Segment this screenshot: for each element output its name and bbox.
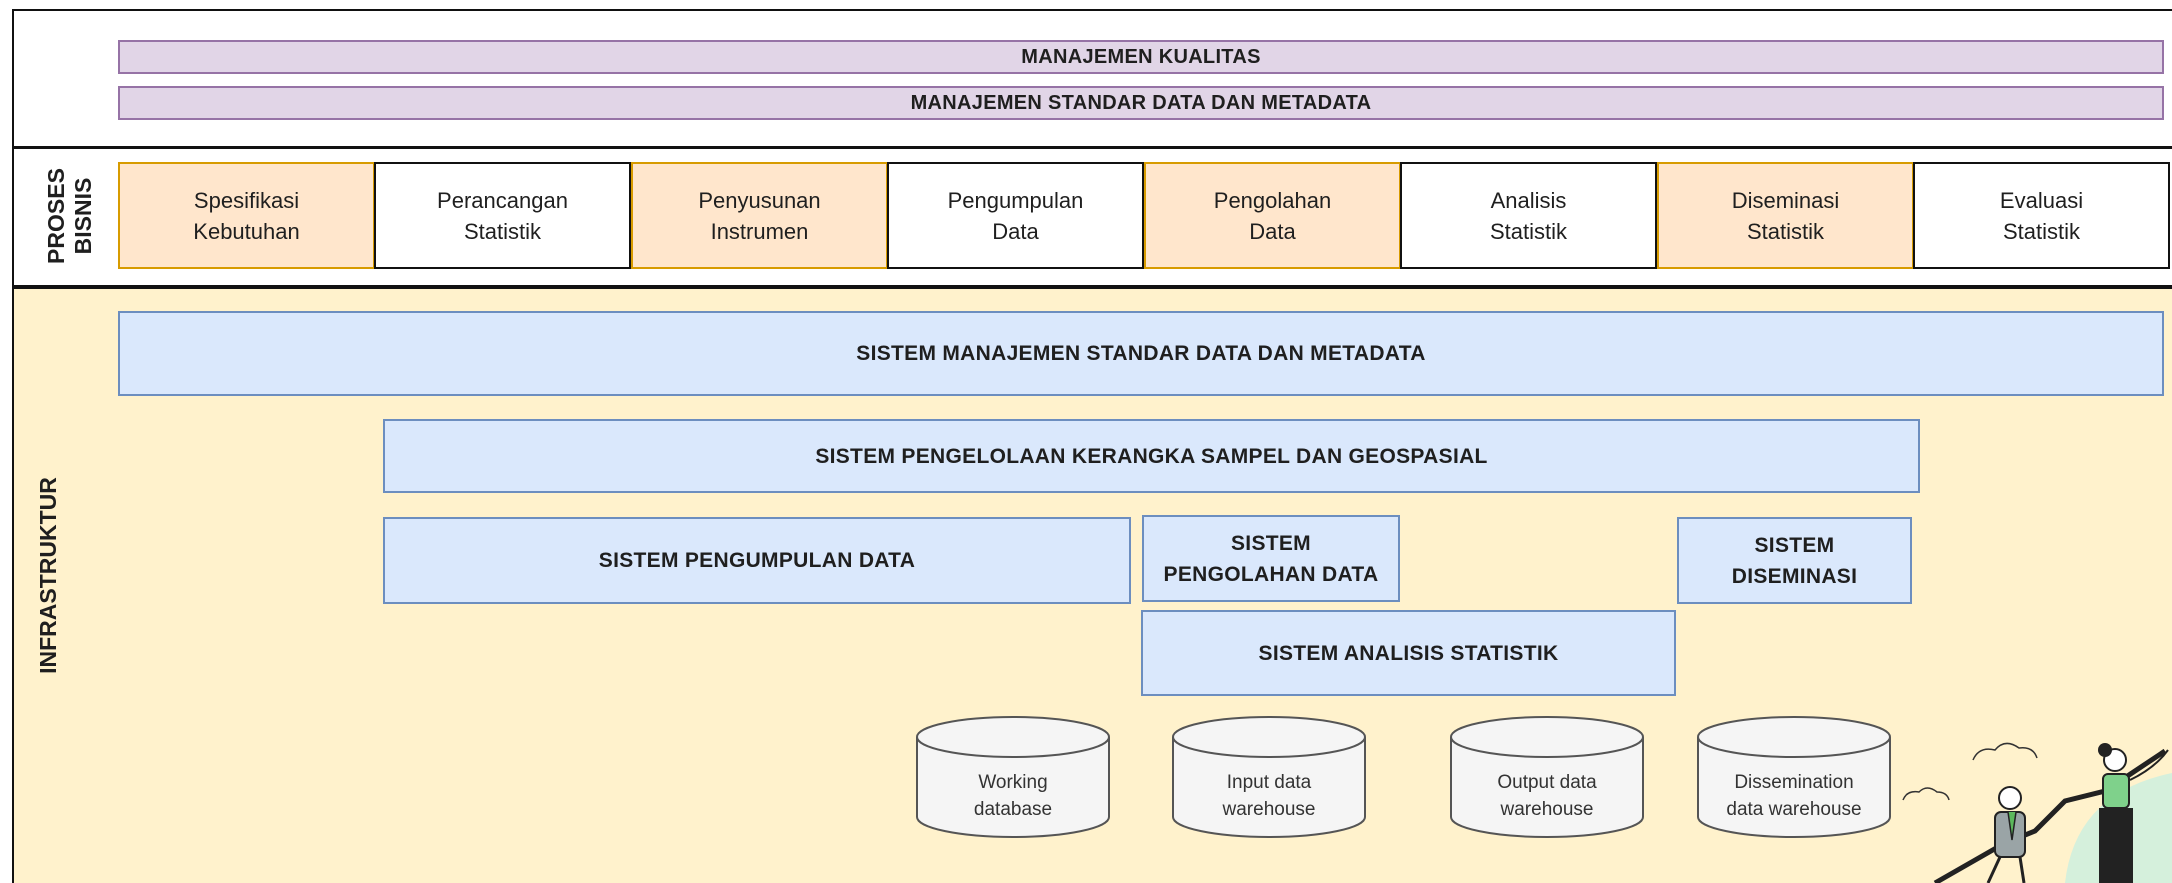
process-step: Pengolahan Data: [1144, 162, 1401, 269]
process-step: Perancangan Statistik: [374, 162, 631, 269]
process-step: Spesifikasi Kebutuhan: [118, 162, 375, 269]
database-icon: [1172, 716, 1366, 838]
database-cylinder: Input data warehouse: [1171, 715, 1367, 839]
process-step: Pengumpulan Data: [887, 162, 1144, 269]
process-step: Diseminasi Statistik: [1657, 162, 1914, 269]
data-collection-system: SISTEM PENGUMPULAN DATA: [383, 517, 1131, 604]
two-people-climbing-illustration: [1902, 742, 2172, 883]
database-label: Output data warehouse: [1497, 772, 1597, 820]
business-process-label-wrap: PROSES BISNIS: [20, 162, 120, 269]
database-icon: [1697, 716, 1891, 838]
quality-management-bar: MANAJEMEN KUALITAS: [118, 40, 2164, 74]
database-icon: [916, 716, 1110, 838]
database-cylinder: Working database: [915, 715, 1111, 839]
infrastructure-label: INFRASTRUKTUR: [34, 476, 61, 674]
process-step: Penyusunan Instrumen: [631, 162, 888, 269]
database-cylinder: Dissemination data warehouse: [1696, 715, 1892, 839]
database-icon: [1450, 716, 1644, 838]
management-section: [12, 9, 2172, 148]
sampling-geospatial-system: SISTEM PENGELOLAAN KERANGKA SAMPEL DAN G…: [383, 419, 1920, 493]
infrastructure-label-wrap: INFRASTRUKTUR: [12, 440, 84, 710]
standards-metadata-system: SISTEM MANAJEMEN STANDAR DATA DAN METADA…: [118, 311, 2164, 396]
standards-management-bar: MANAJEMEN STANDAR DATA DAN METADATA: [118, 86, 2164, 120]
dissemination-system: SISTEM DISEMINASI: [1677, 517, 1912, 604]
process-step: Analisis Statistik: [1400, 162, 1657, 269]
database-label: Working database: [973, 772, 1053, 820]
database-cylinder: Output data warehouse: [1449, 715, 1645, 839]
data-processing-system: SISTEM PENGOLAHAN DATA: [1142, 515, 1400, 602]
statistical-analysis-system: SISTEM ANALISIS STATISTIK: [1141, 610, 1676, 696]
database-label: Input data warehouse: [1222, 772, 1316, 820]
business-process-label: PROSES BISNIS: [43, 167, 96, 264]
process-step: Evaluasi Statistik: [1913, 162, 2170, 269]
database-label: Dissemination data warehouse: [1726, 772, 1862, 820]
